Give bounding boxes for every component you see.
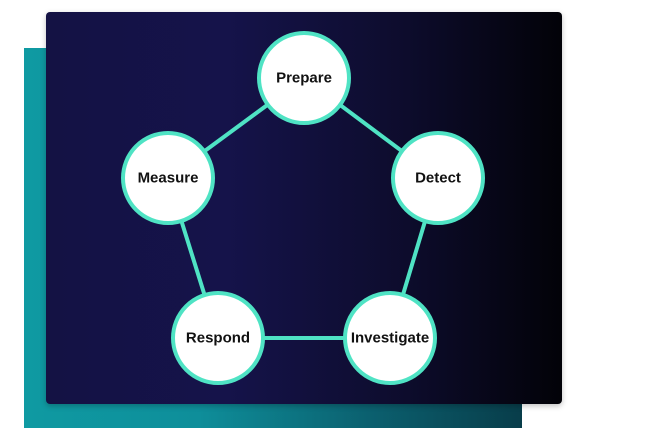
step-circle-respond	[171, 291, 265, 385]
step-circle-measure	[121, 131, 215, 225]
step-circle-investigate	[343, 291, 437, 385]
step-node-measure: Measure	[121, 131, 215, 225]
step-circle-detect	[391, 131, 485, 225]
step-label-investigate: Investigate	[351, 330, 429, 347]
step-node-detect: Detect	[391, 131, 485, 225]
step-node-investigate: Investigate	[343, 291, 437, 385]
step-label-respond: Respond	[186, 330, 250, 347]
step-label-detect: Detect	[415, 170, 461, 187]
step-label-prepare: Prepare	[276, 70, 332, 87]
step-node-prepare: Prepare	[257, 31, 351, 125]
step-circle-prepare	[257, 31, 351, 125]
step-label-measure: Measure	[138, 170, 199, 187]
step-node-respond: Respond	[171, 291, 265, 385]
